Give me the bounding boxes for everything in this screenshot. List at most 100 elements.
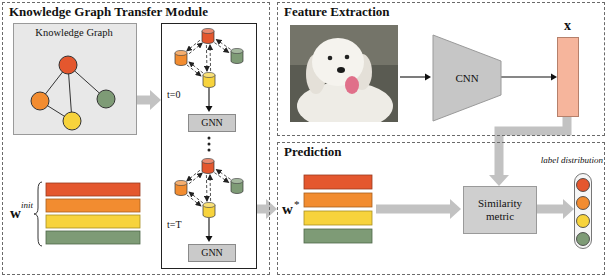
connector-line — [499, 117, 567, 175]
feature-vector: x — [557, 37, 579, 117]
connector-arrow — [137, 90, 161, 110]
unrolled-graph — [208, 149, 211, 152]
arrow-head — [150, 90, 161, 110]
unrolled-graph — [189, 43, 202, 54]
connector-arrow — [537, 199, 574, 219]
unrolled-graph — [189, 192, 203, 203]
unrolled-graph — [203, 203, 215, 208]
learned-weight-stack — [304, 175, 372, 243]
unrolled-graph — [203, 73, 215, 78]
weight-superscript: * — [294, 198, 300, 211]
learned-weight-stack — [304, 175, 372, 189]
unrolled-graph — [206, 45, 208, 71]
unrolled-graph — [208, 88, 209, 106]
similarity-label: Similarity metric — [469, 197, 531, 222]
distribution-dots — [577, 179, 590, 192]
dog-photo — [345, 76, 359, 94]
gnn-box: GNN — [188, 114, 236, 132]
gnn-box: GNN — [188, 244, 236, 262]
initial-weight-stack — [46, 231, 140, 244]
unrolled-graph — [175, 51, 187, 56]
time-step: t=T — [167, 219, 182, 231]
unrolled-graph — [208, 143, 211, 146]
unrolled-graph — [202, 29, 214, 34]
unrolled-graph — [189, 173, 202, 184]
image-to-cnn-arrow — [400, 74, 431, 81]
knowledge-graph-figure — [97, 90, 115, 108]
cnn-label: CNN — [455, 72, 478, 85]
knowledge-graph-figure — [31, 92, 49, 110]
dog-photo — [337, 67, 345, 73]
weights-to-similarity-arrow — [376, 199, 461, 219]
unrolled-graph — [208, 137, 211, 140]
unrolled-graph — [210, 175, 212, 201]
unrolled-graph — [175, 51, 187, 56]
weights-to-similarity-arrow — [376, 205, 450, 214]
unrolled-graph — [208, 218, 209, 236]
unrolled-graph — [202, 159, 214, 164]
unrolled-graph — [187, 65, 201, 76]
unrolled-graph — [231, 49, 243, 54]
connector-arrow — [501, 74, 557, 81]
weight-superscript: init — [21, 200, 33, 210]
knowledge-graph-figure — [14, 24, 136, 134]
unrolled-graph — [175, 29, 243, 243]
connector-line — [257, 205, 266, 214]
distribution-dots — [577, 215, 590, 228]
cnn-trapezoid: CNN — [433, 35, 501, 121]
unrolled-graph — [187, 170, 200, 181]
knowledge-graph-box: Knowledge Graph — [13, 23, 137, 135]
connector-line — [137, 96, 150, 105]
unrolled-graph — [202, 159, 214, 164]
unrolled-graph — [216, 40, 230, 50]
panel-title: Feature Extraction — [284, 5, 390, 20]
unrolled-graph — [210, 45, 212, 71]
gnn-label: GNN — [201, 117, 223, 129]
unrolled-graph — [214, 43, 228, 53]
panel-title: Knowledge Graph Transfer Module — [9, 5, 208, 20]
distribution-dots — [577, 197, 590, 210]
unrolled-graph — [189, 62, 203, 73]
gnn-label: GNN — [201, 247, 223, 259]
prediction-panel: PredictionSimilarity metric label distrib… — [277, 142, 605, 275]
module-panel: Knowledge Graph Transfer ModuleKnowledge… — [2, 2, 270, 275]
image-to-cnn-arrow — [400, 76, 425, 77]
similarity-box: Similarity metric — [463, 186, 537, 234]
unrolled-graph — [206, 106, 213, 112]
arrow-head — [266, 199, 277, 219]
image-to-cnn-arrow — [425, 74, 431, 81]
box-title: Knowledge Graph — [13, 27, 135, 39]
initial-weight-stack — [46, 199, 140, 212]
learned-weight-stack — [304, 211, 372, 225]
unrolled-graph — [216, 170, 230, 180]
initial-weight-stack — [34, 182, 42, 246]
weight-symbol: w — [282, 201, 293, 218]
unrolled-graph — [175, 181, 187, 186]
label-distribution-bar: label distribution — [574, 173, 592, 249]
unrolled-graph — [231, 49, 243, 54]
unrolled-graph — [187, 195, 201, 206]
unrolled-graph — [231, 179, 243, 184]
dog-photo — [345, 55, 350, 60]
unrolled-graph — [206, 236, 213, 242]
cnn-shape — [433, 35, 501, 121]
distribution-dots — [577, 233, 590, 246]
time-step: t=0 — [167, 89, 180, 101]
unrolled-graph — [203, 73, 215, 78]
unrolled-graph — [175, 181, 187, 186]
unrolled-graph — [202, 29, 214, 34]
arrow-head — [563, 199, 574, 219]
unrolled-graph — [231, 179, 243, 184]
weight-symbol: w — [10, 205, 21, 222]
panel-title: Prediction — [284, 145, 342, 160]
connector-arrow — [489, 117, 567, 186]
learned-weight-stack — [304, 193, 372, 207]
arrow-head — [489, 175, 509, 186]
knowledge-graph-figure — [59, 56, 77, 74]
weights-to-similarity-arrow — [450, 199, 461, 219]
initial-weight-stack — [34, 182, 140, 246]
feature-panel: Feature ExtractionCNN x — [277, 2, 605, 136]
unrolled-graph — [206, 175, 208, 201]
unrolled-graph — [214, 173, 228, 183]
